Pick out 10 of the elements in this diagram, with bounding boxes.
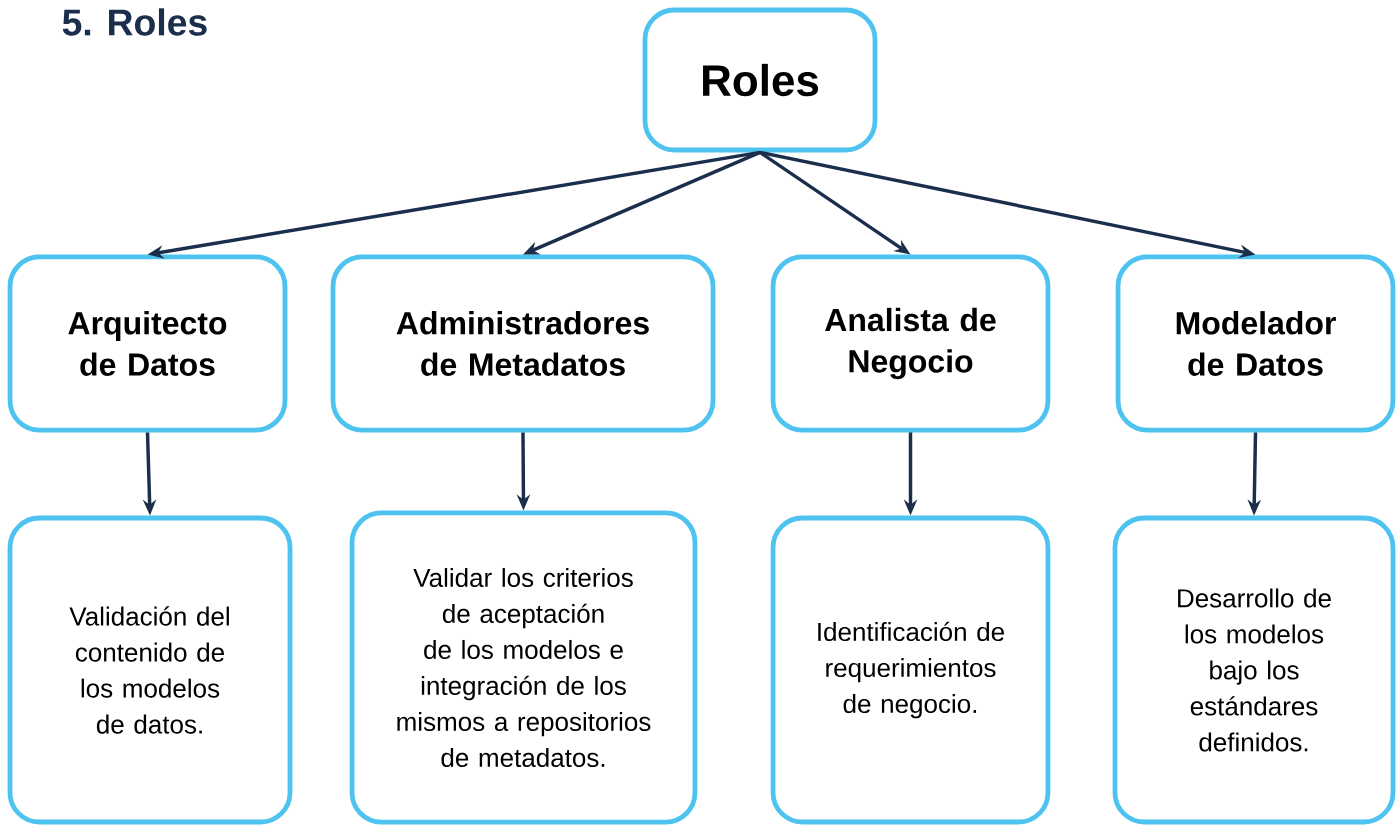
- title: 5. Roles: [62, 8, 207, 36]
- description-box: Identificación de requerimientos de negocio.: [770, 515, 1051, 825]
- role-box: Modelador de Datos: [1115, 254, 1396, 433]
- description-box: Validar los criterios de aceptación de los modelos e integración de los mismos a repositorios de metadatos.: [349, 510, 698, 825]
- description-box: Validación del contenido de los modelos de datos.: [7, 515, 293, 825]
- role-box: Arquitecto de Datos: [7, 254, 288, 433]
- role-box: Analista de Negocio: [770, 254, 1051, 433]
- description-box: Desarrollo de los modelos bajo los estándares definidos.: [1112, 515, 1396, 825]
- root-box: Roles: [642, 7, 878, 153]
- role-box: Administradores de Metadatos: [330, 254, 716, 433]
